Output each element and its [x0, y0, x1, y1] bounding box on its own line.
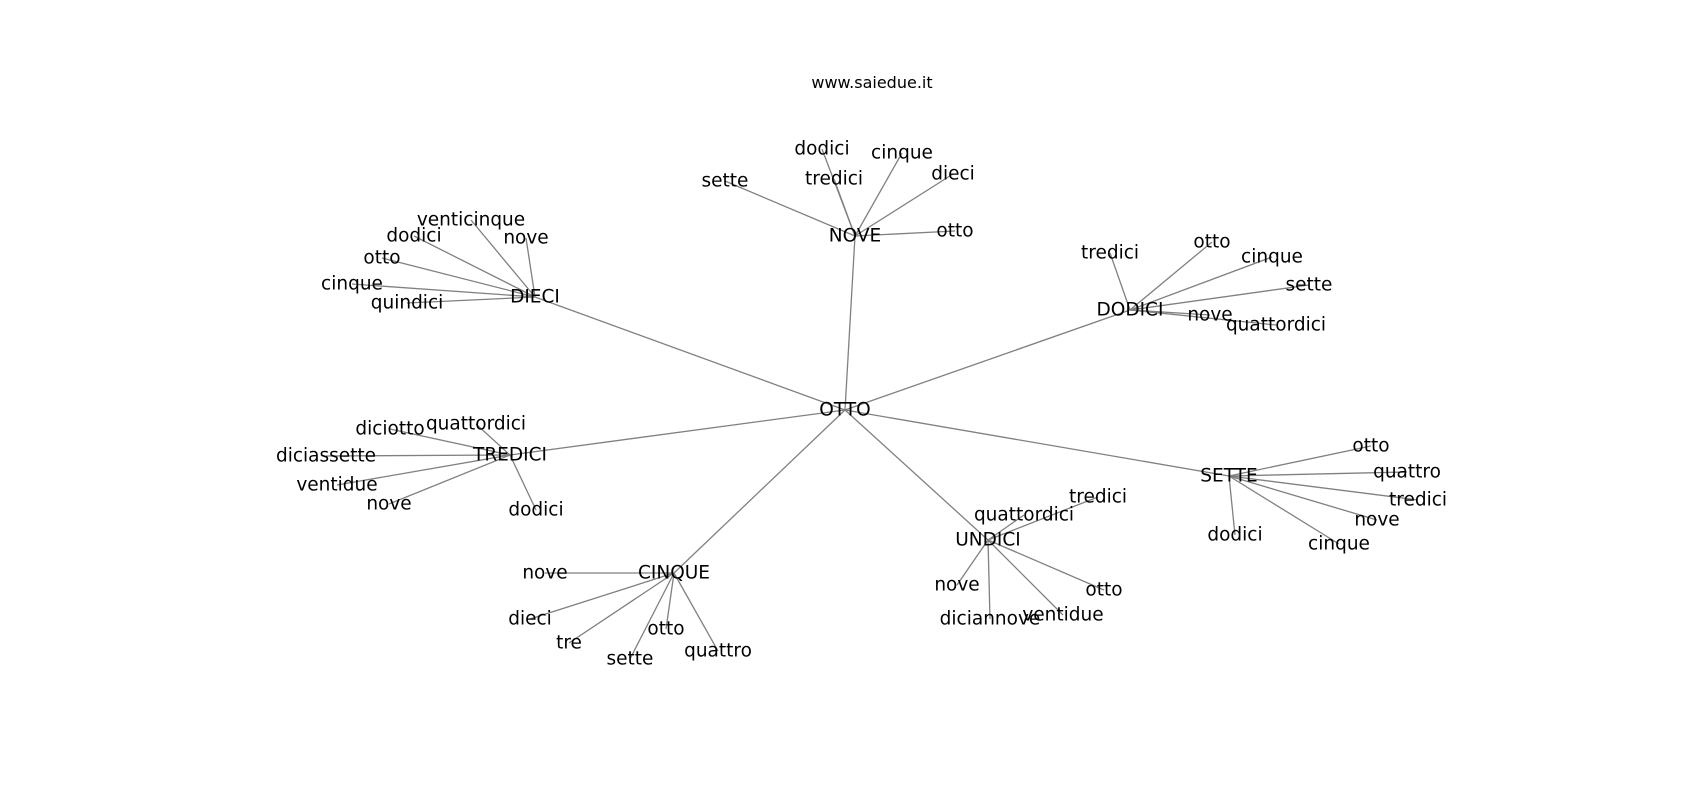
leaf-node-nove-dieci: dieci [931, 164, 975, 185]
edge-dieci-to-dieci-quindici [406, 296, 536, 304]
leaf-node-dieci-quindici: quindici [371, 293, 444, 314]
edge-tredici-to-tredici-diciassette [325, 454, 511, 457]
edge-undici-to-undici-nove [956, 539, 989, 586]
edge-cinque-to-cinque-tre [568, 572, 675, 644]
leaf-node-tredici-quattordici: quattordici [426, 414, 526, 435]
leaf-node-dodici-quattordici: quattordici [1226, 315, 1326, 336]
edge-undici-to-undici-diciannove [987, 539, 991, 620]
leaf-node-dieci-dodici: dodici [386, 226, 441, 247]
site-title: www.saiedue.it [811, 73, 932, 92]
edge-tredici-to-tredici-ventidue [336, 454, 511, 486]
leaf-node-nove-dodici: dodici [794, 139, 849, 160]
hub-node-dodici: DODICI [1097, 300, 1164, 321]
leaf-node-undici-otto: otto [1085, 580, 1122, 601]
edge-dodici-to-dodici-tredici [1109, 252, 1131, 311]
edge-nove-to-nove-otto [854, 230, 956, 237]
leaf-node-nove-tredici: tredici [805, 169, 863, 190]
edge-sette-to-sette-otto [1228, 445, 1372, 477]
edge-dieci-to-dieci-nove [525, 237, 536, 298]
leaf-node-cinque-dieci: dieci [508, 609, 552, 630]
edge-sette-to-sette-nove [1228, 475, 1378, 521]
leaf-node-dodici-otto: otto [1193, 232, 1230, 253]
edges-layer [325, 148, 1419, 660]
leaf-node-tredici-diciotto: diciotto [355, 419, 424, 440]
labels-layer: OTTO NOVE DIECI DODICI TREDICI SETTE CINQUE UND… [276, 139, 1447, 670]
hub-node-nove: NOVE [829, 226, 881, 247]
edge-cinque-to-cinque-quattro [673, 572, 719, 652]
edge-cinque-to-cinque-otto [665, 572, 675, 630]
leaf-node-tredici-dodici: dodici [508, 500, 563, 521]
edge-dodici-to-dodici-sette [1129, 284, 1310, 311]
leaf-node-cinque-tre: tre [556, 633, 582, 654]
edge-dodici-to-dodici-otto [1129, 241, 1213, 311]
leaf-node-undici-nove: nove [934, 575, 979, 596]
leaf-node-sette-otto: otto [1352, 436, 1389, 457]
edge-root-to-tredici [509, 409, 846, 456]
edge-sette-to-sette-tredici [1228, 475, 1419, 501]
leaf-node-cinque-quattro: quattro [684, 641, 752, 662]
edge-dodici-to-dodici-quattordici [1129, 309, 1277, 326]
hub-node-undici: UNDICI [955, 530, 1020, 551]
edge-sette-to-sette-quattro [1228, 471, 1408, 477]
leaf-node-cinque-otto: otto [647, 619, 684, 640]
leaf-node-nove-otto: otto [936, 221, 973, 242]
edge-root-to-undici [844, 409, 989, 541]
edge-nove-to-nove-dieci [854, 173, 954, 237]
edge-tredici-to-tredici-dodici [509, 454, 537, 511]
edge-root-to-dieci [534, 296, 846, 411]
edge-undici-to-undici-otto [987, 539, 1105, 591]
hub-node-sette: SETTE [1200, 466, 1257, 487]
edge-tredici-to-tredici-diciotto [389, 428, 511, 456]
leaf-node-sette-quattro: quattro [1373, 462, 1441, 483]
root-node-root: OTTO [819, 400, 870, 421]
leaf-node-tredici-diciassette: diciassette [276, 446, 376, 467]
leaf-node-undici-quattordici: quattordici [974, 505, 1074, 526]
leaf-node-tredici-ventidue: ventidue [296, 475, 377, 496]
edge-root-to-dodici [844, 309, 1131, 411]
edge-dieci-to-dieci-otto [381, 257, 536, 298]
edge-root-to-nove [844, 235, 856, 411]
edge-dieci-to-dieci-dodici [413, 235, 536, 298]
leaf-node-sette-tredici: tredici [1389, 490, 1447, 511]
edge-dieci-to-dieci-cinque [351, 283, 536, 298]
edge-nove-to-nove-cinque [854, 152, 903, 237]
leaf-node-dieci-nove: nove [503, 228, 548, 249]
leaf-node-nove-cinque: cinque [871, 143, 933, 164]
edge-root-to-cinque [673, 409, 846, 574]
leaf-node-undici-ventidue: ventidue [1022, 605, 1103, 626]
leaf-node-sette-nove: nove [1354, 510, 1399, 531]
leaf-node-dodici-sette: sette [1286, 275, 1333, 296]
leaf-node-dodici-tredici: tredici [1081, 243, 1139, 264]
leaf-node-dodici-nove: nove [1187, 305, 1232, 326]
edge-cinque-to-cinque-dieci [529, 572, 675, 620]
edge-tredici-to-tredici-nove [388, 454, 511, 505]
edge-tredici-to-tredici-quattordici [475, 423, 511, 456]
hub-node-dieci: DIECI [510, 287, 560, 308]
hub-node-cinque: CINQUE [638, 563, 710, 584]
leaf-node-dieci-venticinque: venticinque [417, 210, 525, 231]
edge-undici-to-undici-quattordici [987, 514, 1025, 541]
leaf-node-sette-cinque: cinque [1308, 534, 1370, 555]
hub-node-tredici: TREDICI [472, 445, 547, 466]
edge-dieci-to-dieci-venticinque [470, 219, 536, 298]
edge-sette-to-sette-cinque [1228, 475, 1340, 545]
edge-cinque-to-cinque-sette [629, 572, 675, 660]
edge-nove-to-nove-sette [724, 180, 856, 237]
leaf-node-dieci-otto: otto [363, 248, 400, 269]
leaf-node-nove-sette: sette [702, 171, 749, 192]
edge-undici-to-undici-tredici [987, 496, 1099, 541]
leaf-node-sette-dodici: dodici [1207, 525, 1262, 546]
leaf-node-undici-tredici: tredici [1069, 487, 1127, 508]
leaf-node-undici-diciannove: diciannove [940, 609, 1041, 630]
edge-sette-to-sette-dodici [1228, 475, 1236, 536]
edge-nove-to-nove-tredici [833, 178, 856, 237]
edge-undici-to-undici-ventidue [987, 539, 1064, 616]
leaf-node-dieci-cinque: cinque [321, 274, 383, 295]
leaf-node-tredici-nove: nove [366, 494, 411, 515]
edge-root-to-sette [844, 409, 1230, 477]
leaf-node-cinque-nove: nove [522, 563, 567, 584]
leaf-node-dodici-cinque: cinque [1241, 247, 1303, 268]
edge-dodici-to-dodici-cinque [1129, 256, 1273, 311]
leaf-node-cinque-sette: sette [607, 649, 654, 670]
